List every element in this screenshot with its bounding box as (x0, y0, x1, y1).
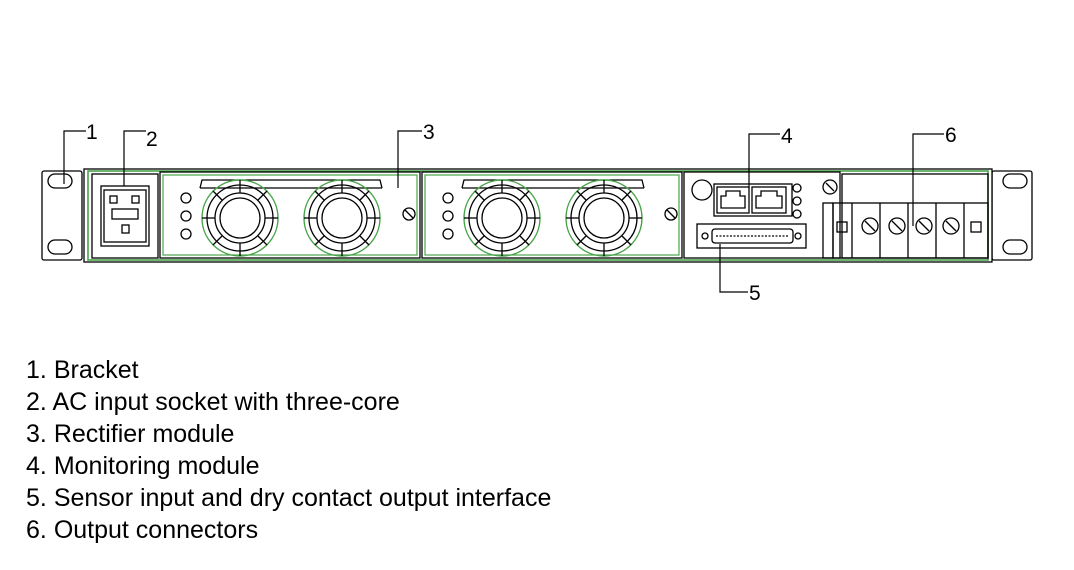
legend-number: 3. (26, 420, 47, 448)
legend-list: 1. Bracket 2. AC input socket with three… (26, 354, 551, 546)
leader-lines (63, 130, 944, 293)
output-connectors (822, 173, 989, 259)
chassis (83, 168, 993, 263)
monitoring-module (683, 171, 841, 259)
terminal-1 (861, 217, 879, 235)
legend-item-rectifier: 3. Rectifier module (26, 418, 551, 450)
rack-unit-diagram: 1 2 3 4 5 6 (41, 121, 1033, 305)
legend-item-bracket: 1. Bracket (26, 354, 551, 386)
legend-number: 2. (26, 388, 47, 416)
legend-item-sensor: 5. Sensor input and dry contact output i… (26, 482, 551, 514)
callout-4: 4 (781, 125, 793, 148)
callout-6: 6 (945, 124, 957, 147)
fan-2b (565, 179, 643, 257)
legend-number: 4. (26, 452, 47, 480)
fan-1b (303, 179, 381, 257)
fan-1a (201, 179, 279, 257)
legend-text: Output connectors (53, 516, 259, 544)
callout-3: 3 (423, 121, 435, 144)
callout-1: 1 (86, 121, 98, 144)
rj45-port-1 (716, 186, 750, 214)
callout-2: 2 (146, 128, 158, 151)
callout-5: 5 (749, 282, 761, 305)
rectifier-module-1 (159, 171, 421, 259)
legend-text: Monitoring module (53, 452, 260, 480)
terminal-4 (942, 217, 960, 235)
rectifier-module-2 (421, 171, 683, 259)
legend-number: 5. (26, 484, 47, 512)
right-bracket (991, 170, 1033, 261)
rj45-port-2 (751, 186, 787, 214)
legend-text: Sensor input and dry contact output inte… (53, 484, 552, 512)
fan-2a (463, 179, 541, 257)
legend-text: Rectifier module (53, 420, 235, 448)
legend-item-ac-input: 2. AC input socket with three-core (26, 386, 551, 418)
legend-text: AC input socket with three-core (52, 388, 400, 416)
legend-number: 1. (26, 356, 47, 384)
legend-number: 6. (26, 516, 47, 544)
left-bracket (41, 170, 83, 261)
legend-item-monitoring: 4. Monitoring module (26, 450, 551, 482)
sensor-interface (696, 223, 807, 249)
legend-item-output: 6. Output connectors (26, 514, 551, 546)
terminal-2 (888, 217, 906, 235)
ac-input-socket (91, 173, 159, 259)
legend-text: Bracket (53, 356, 139, 384)
terminal-3 (915, 217, 933, 235)
